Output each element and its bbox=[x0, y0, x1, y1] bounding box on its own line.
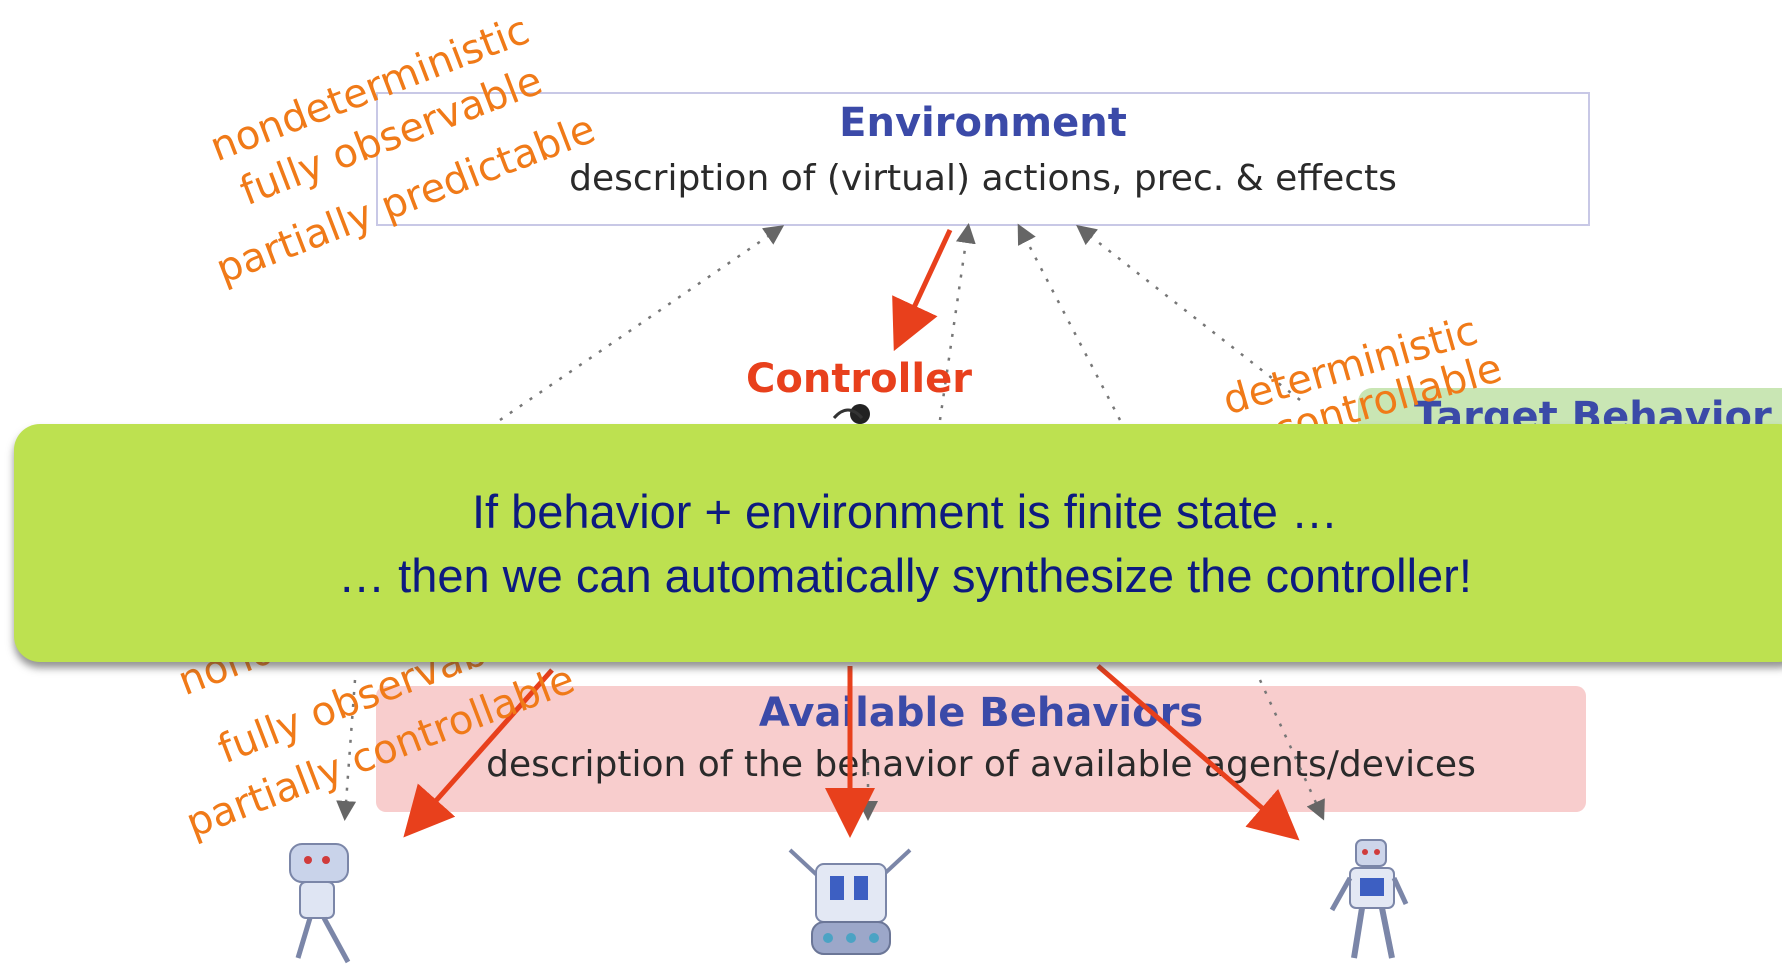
dotted-arrow-robot-right bbox=[1258, 679, 1325, 821]
red-arrow-to-robot-right bbox=[1096, 664, 1300, 841]
dotted-arrow-left bbox=[499, 225, 785, 422]
controller-label: Controller bbox=[746, 356, 972, 402]
available-behaviors-description: description of the behavior of available… bbox=[486, 744, 1476, 785]
dotted-arrows bbox=[336, 223, 1325, 821]
dotted-arrow-center bbox=[938, 223, 976, 421]
environment-description: description of (virtual) actions, prec. … bbox=[569, 158, 1397, 199]
robot-middle-icon bbox=[788, 848, 912, 955]
callout-line-2: … then we can automatically synthesize t… bbox=[338, 549, 1472, 602]
callout-line-1: If behavior + environment is finite stat… bbox=[471, 485, 1338, 538]
red-arrow-env-to-controller bbox=[892, 228, 953, 352]
red-arrows bbox=[403, 228, 1300, 841]
red-arrow-to-robot-left bbox=[403, 668, 554, 838]
controller-robot-icon bbox=[832, 404, 870, 424]
robot-left-icon bbox=[289, 843, 351, 964]
callout-box: If behavior + environment is finite stat… bbox=[14, 424, 1782, 662]
available-behaviors-box: Available Behaviors description of the b… bbox=[376, 686, 1586, 812]
robot-right-icon bbox=[1329, 839, 1409, 959]
environment-title: Environment bbox=[839, 100, 1127, 146]
dotted-arrow-right bbox=[1017, 223, 1122, 421]
available-behaviors-title: Available Behaviors bbox=[758, 690, 1204, 736]
environment-box: Environment description of (virtual) act… bbox=[376, 92, 1590, 226]
